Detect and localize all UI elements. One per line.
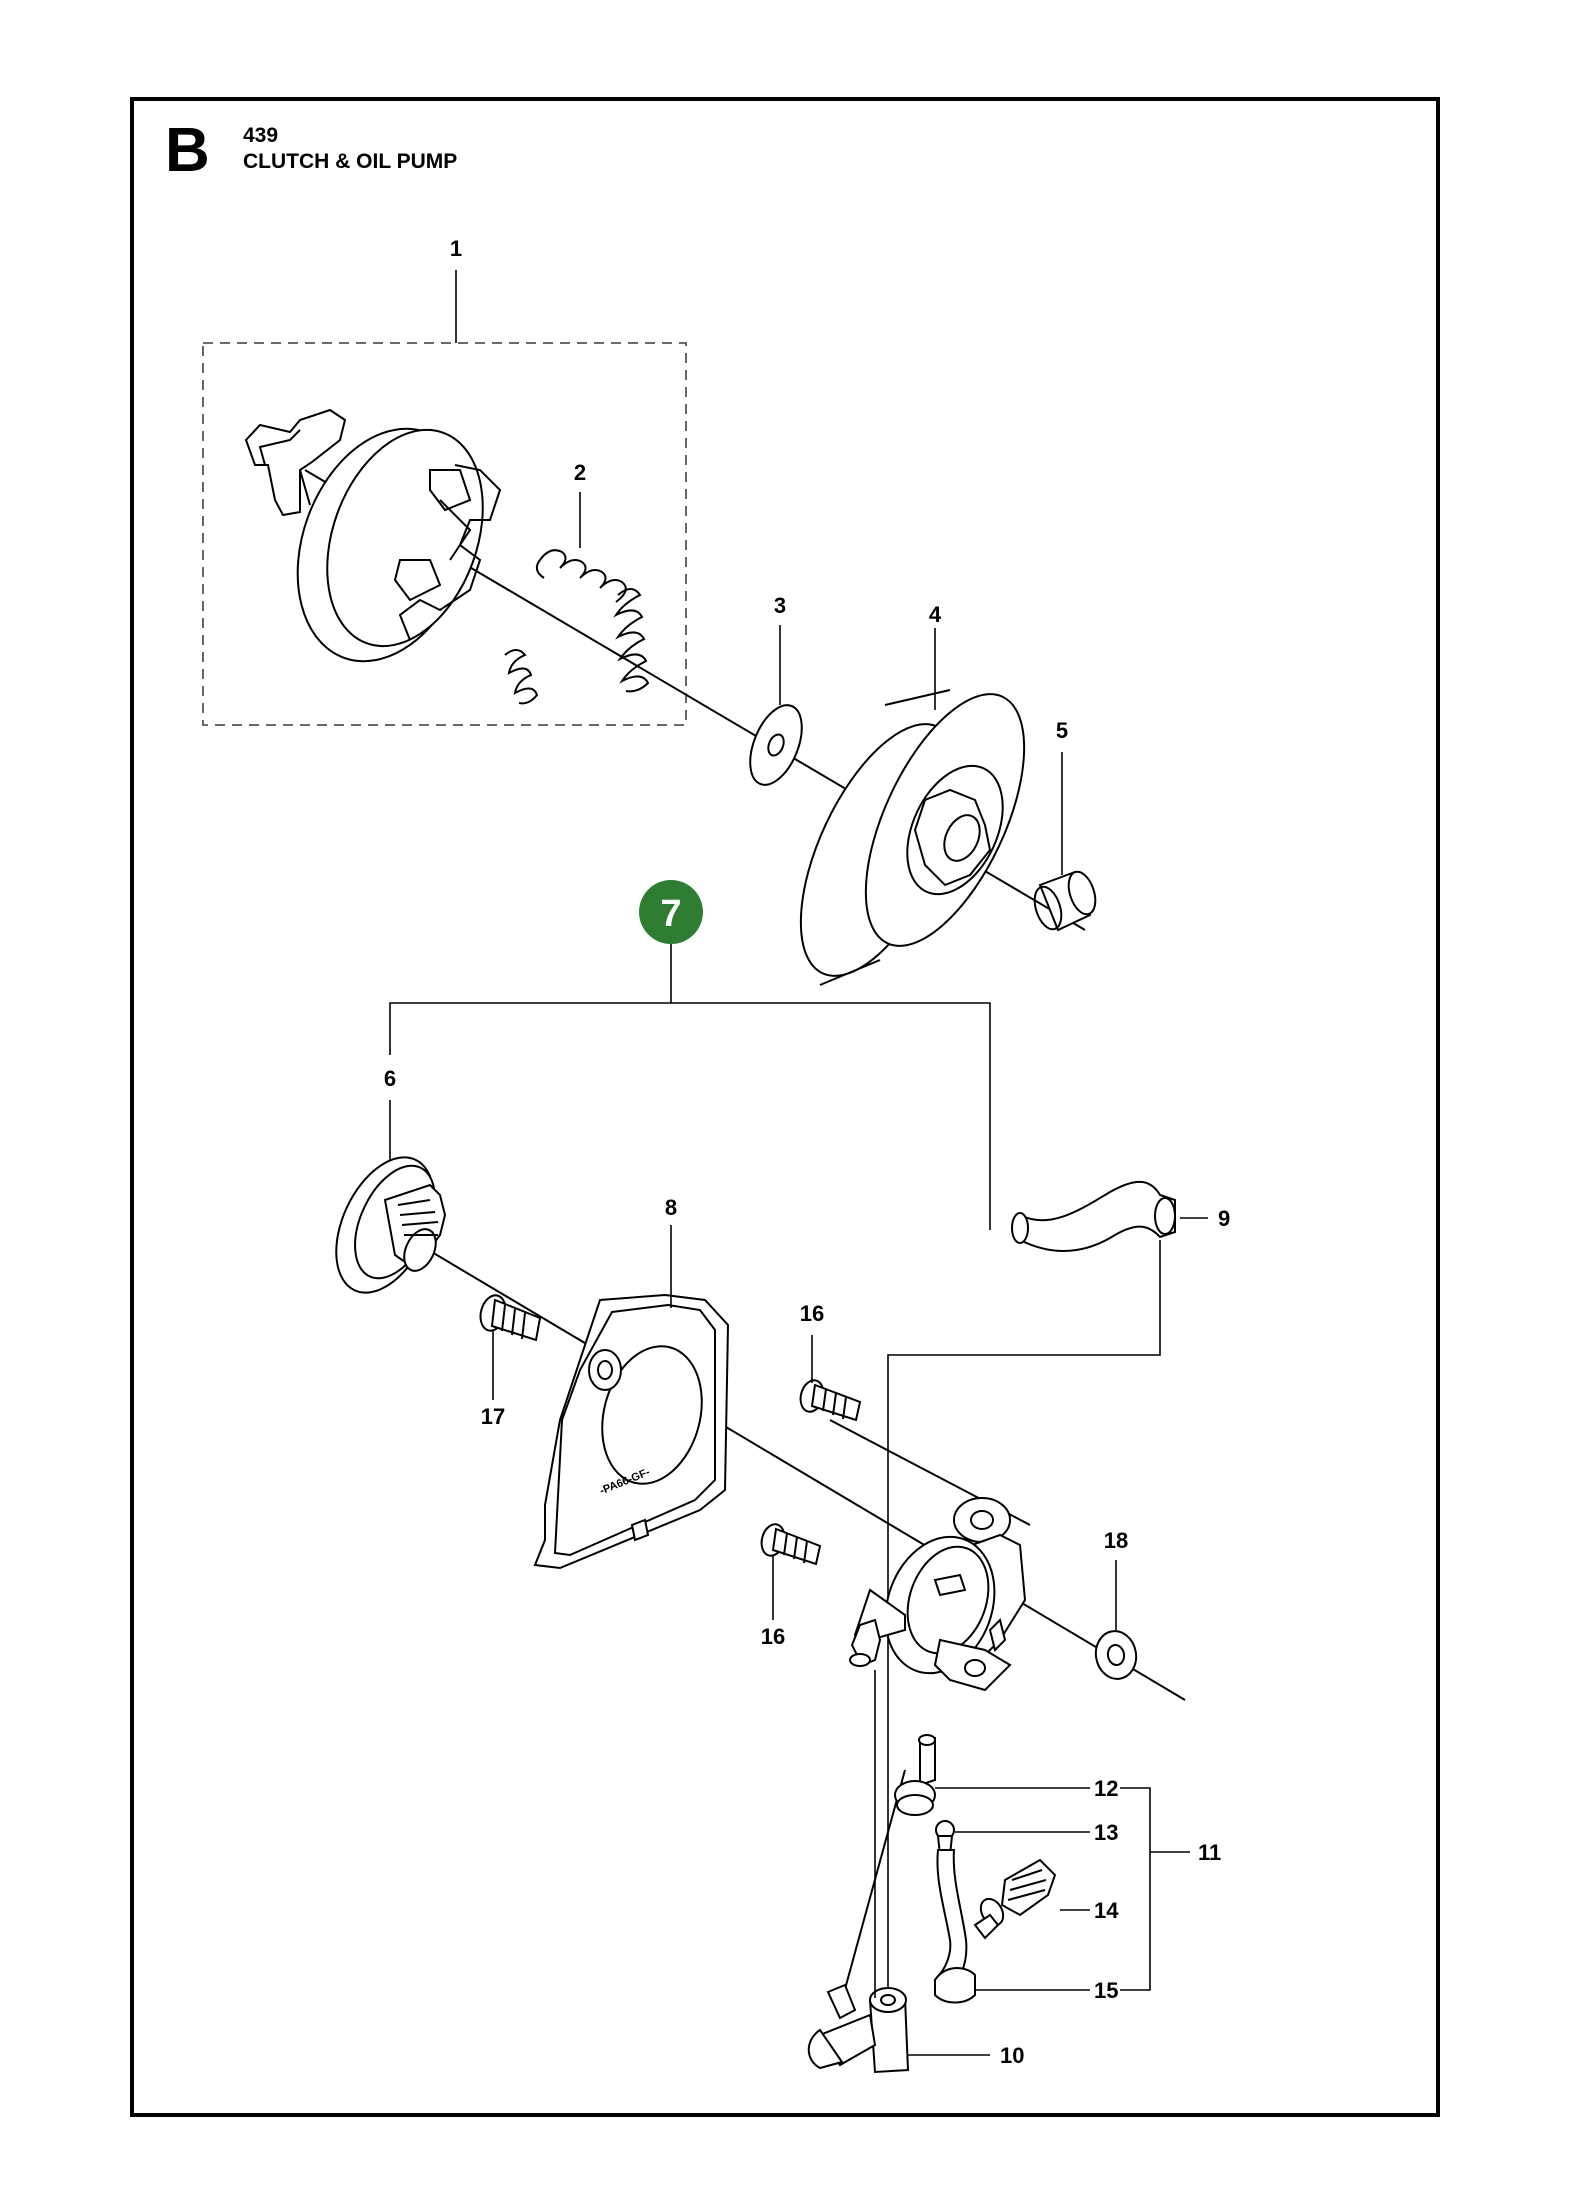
callout-18: 18 bbox=[1104, 1528, 1128, 1553]
clutch-spring-small bbox=[504, 649, 539, 705]
callout-2: 2 bbox=[574, 460, 586, 485]
callout-3: 3 bbox=[774, 593, 786, 618]
oil-filter-14 bbox=[973, 1858, 1057, 1940]
diagram-frame bbox=[130, 97, 1440, 2117]
oil-pump-cover: -PA66-GF- bbox=[533, 1293, 730, 1570]
washer-18 bbox=[1094, 1630, 1138, 1680]
kit-7-badge-label: 7 bbox=[660, 893, 681, 935]
callout-8: 8 bbox=[665, 1195, 677, 1220]
clutch-shoe bbox=[244, 408, 347, 517]
callout-16-lower: 16 bbox=[761, 1624, 785, 1649]
hose-elbow-15 bbox=[934, 1967, 976, 2004]
callout-11: 11 bbox=[1198, 1840, 1221, 1865]
clutch-hub bbox=[296, 427, 502, 663]
washer-3 bbox=[749, 704, 803, 786]
callout-15: 15 bbox=[1094, 1978, 1118, 2003]
callout-5: 5 bbox=[1056, 718, 1068, 743]
callout-1: 1 bbox=[450, 236, 462, 261]
screw-16-lower bbox=[760, 1523, 822, 1566]
section-letter: B bbox=[165, 116, 210, 185]
screw-16-upper bbox=[799, 1379, 862, 1422]
clutch-spring-long bbox=[613, 588, 650, 693]
callout-13: 13 bbox=[1094, 1820, 1118, 1845]
callout-4: 4 bbox=[929, 602, 942, 627]
callout-12: 12 bbox=[1094, 1776, 1118, 1801]
elbow-connector bbox=[807, 1983, 910, 2074]
needle-bearing bbox=[1033, 870, 1097, 932]
clutch-drum bbox=[799, 689, 1026, 986]
callout-6: 6 bbox=[384, 1066, 396, 1091]
worm-gear bbox=[335, 1156, 447, 1294]
kit-7-badge bbox=[639, 880, 703, 944]
callout-17: 17 bbox=[481, 1404, 505, 1429]
callout-16-upper: 16 bbox=[800, 1301, 824, 1326]
model-number: 439 bbox=[243, 124, 279, 147]
callout-10: 10 bbox=[1000, 2043, 1024, 2068]
oil-hose bbox=[1011, 1180, 1176, 1252]
grommet-12 bbox=[894, 1734, 936, 1816]
callout-14: 14 bbox=[1094, 1898, 1119, 1923]
oil-pump-body bbox=[849, 1497, 1027, 1692]
screw-17 bbox=[479, 1294, 542, 1342]
clutch-kit-box bbox=[202, 342, 687, 726]
section-title: CLUTCH & OIL PUMP bbox=[243, 150, 458, 173]
clutch-spring bbox=[535, 549, 627, 603]
callout-9: 9 bbox=[1218, 1206, 1230, 1231]
